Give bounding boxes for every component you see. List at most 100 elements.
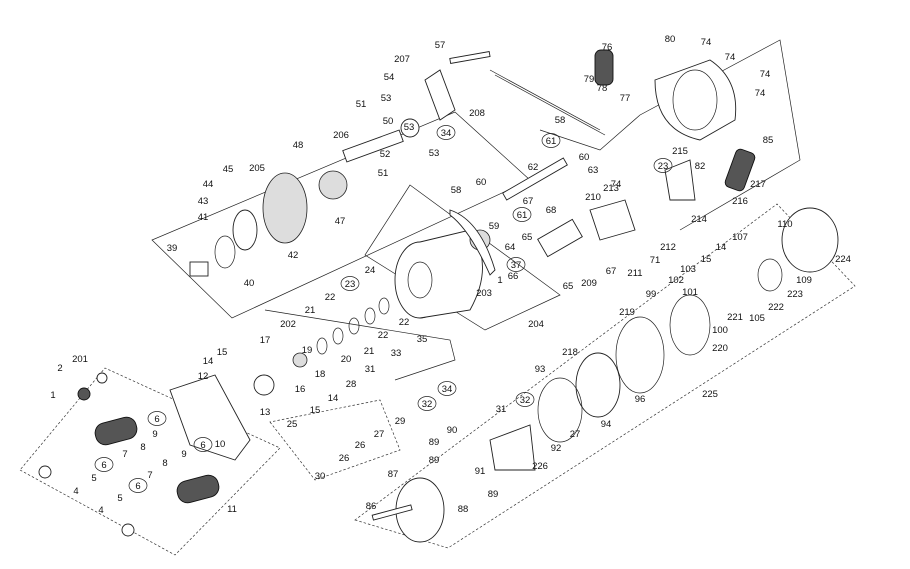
part-number-circle	[653, 158, 673, 173]
part-number: 27	[570, 429, 581, 440]
part-number: 14	[716, 242, 727, 253]
part-number: 33	[391, 348, 402, 359]
part-number: 85	[763, 135, 774, 146]
part-number: 4	[98, 505, 103, 516]
part-number: 217	[750, 179, 766, 190]
part-number: 7	[147, 470, 152, 481]
part-number: 222	[768, 302, 784, 313]
part-number: 50	[383, 116, 394, 127]
part-number: 40	[244, 278, 255, 289]
part-number: 15	[217, 347, 228, 358]
part-number: 5	[91, 473, 96, 484]
part-number: 225	[702, 389, 718, 400]
part-number: 20	[341, 354, 352, 365]
part-number: 34	[442, 384, 453, 395]
part-number: 67	[523, 196, 534, 207]
part-number: 32	[520, 395, 531, 406]
part-number: 93	[535, 364, 546, 375]
part-number: 77	[620, 93, 631, 104]
part-number: 27	[374, 429, 385, 440]
part-number: 204	[528, 319, 544, 330]
part-number: 53	[429, 148, 440, 159]
part-number: 22	[399, 317, 410, 328]
part-number: 226	[532, 461, 548, 472]
part-number: 51	[378, 168, 389, 179]
part-number: 64	[505, 242, 516, 253]
part-number: 211	[627, 268, 642, 279]
part-number: 67	[606, 266, 617, 277]
part-number: 9	[181, 449, 186, 460]
part-number-circle	[541, 133, 561, 148]
part-number: 61	[546, 136, 557, 147]
part-number: 29	[395, 416, 406, 427]
part-number: 44	[203, 179, 214, 190]
part-number: 9	[152, 429, 157, 440]
part-number: 6	[101, 460, 106, 471]
part-number: 102	[668, 275, 684, 286]
part-number: 216	[732, 196, 748, 207]
spool	[394, 229, 483, 319]
part-number: 224	[835, 254, 851, 265]
part-number: 220	[712, 343, 728, 354]
part-number: 88	[458, 504, 469, 515]
part-number: 59	[489, 221, 500, 232]
part-number-circle	[94, 457, 114, 472]
part-number: 15	[701, 254, 712, 265]
part-number: 57	[435, 40, 446, 51]
part-number: 109	[796, 275, 812, 286]
part-number: 25	[287, 419, 298, 430]
part-number: 202	[280, 319, 296, 330]
part-number: 12	[198, 371, 209, 382]
part-number: 24	[365, 265, 376, 276]
part-number: 8	[140, 442, 145, 453]
part-number: 74	[701, 37, 712, 48]
pinion-levelwind	[449, 49, 636, 276]
part-number: 4	[73, 486, 78, 497]
part-number: 87	[388, 469, 399, 480]
part-number: 41	[198, 212, 209, 223]
part-number: 21	[305, 305, 316, 316]
part-number: 210	[585, 192, 601, 203]
part-number: 206	[333, 130, 349, 141]
part-number: 14	[203, 356, 214, 367]
part-number: 213	[603, 183, 619, 194]
part-number-circle	[128, 478, 148, 493]
part-number: 62	[528, 162, 539, 173]
part-number-circle	[512, 207, 532, 222]
part-number: 92	[551, 443, 562, 454]
part-number: 60	[476, 177, 487, 188]
part-number: 26	[339, 453, 350, 464]
part-number: 89	[488, 489, 499, 500]
part-number: 10	[215, 439, 226, 450]
part-number: 66	[508, 271, 519, 282]
gear-section	[189, 51, 491, 277]
part-number-circle	[147, 411, 167, 426]
part-number: 74	[611, 179, 622, 190]
part-number-circle	[506, 257, 526, 272]
part-number: 82	[695, 161, 706, 172]
part-number: 21	[364, 346, 375, 357]
part-number: 89	[429, 455, 440, 466]
part-number-circle	[436, 125, 456, 140]
part-number: 215	[672, 146, 688, 157]
part-number: 22	[325, 292, 336, 303]
part-number: 65	[563, 281, 574, 292]
part-number: 201	[72, 354, 88, 365]
part-number: 103	[680, 264, 696, 275]
part-number: 221	[727, 312, 743, 323]
part-number: 42	[288, 250, 299, 261]
part-number: 60	[579, 152, 590, 163]
part-number: 203	[476, 288, 492, 299]
part-number: 22	[378, 330, 389, 341]
brake-sideplate	[371, 207, 839, 543]
part-number: 214	[691, 214, 707, 225]
handle-assembly	[38, 372, 251, 537]
part-number: 53	[404, 122, 415, 133]
part-number-circle	[437, 381, 457, 396]
part-number: 53	[381, 93, 392, 104]
part-number: 100	[712, 325, 728, 336]
part-number: 58	[555, 115, 566, 126]
part-number: 52	[380, 149, 391, 160]
part-number: 101	[682, 287, 698, 298]
